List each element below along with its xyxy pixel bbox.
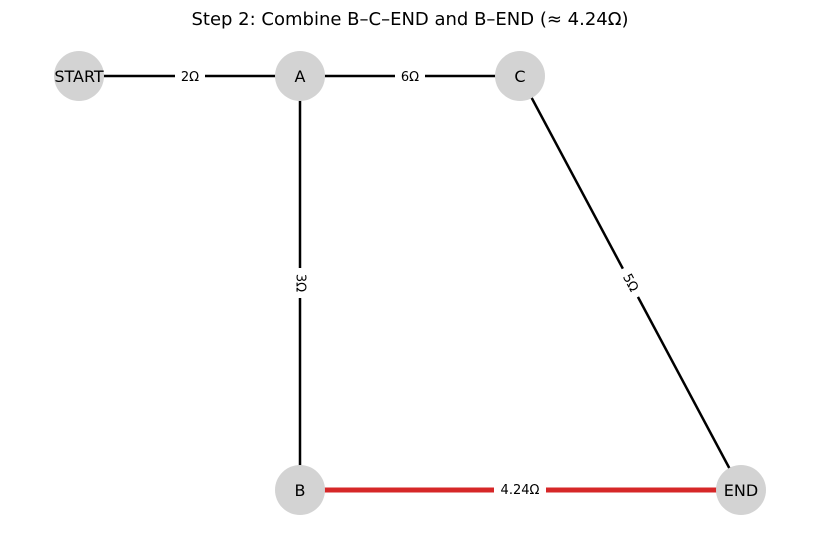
edge-label-bg-a-c bbox=[395, 66, 425, 86]
edge-label-bg-a-b bbox=[290, 268, 310, 298]
node-label-a: A bbox=[295, 67, 306, 86]
edge-label-b-end: 4.24Ω bbox=[501, 483, 540, 498]
nodes: START A C B END bbox=[54, 51, 766, 515]
node-a bbox=[275, 51, 325, 101]
node-start bbox=[54, 51, 104, 101]
edge-label-bg-c-end bbox=[613, 264, 647, 302]
node-label-start: START bbox=[54, 67, 104, 86]
node-b bbox=[275, 465, 325, 515]
edges: 2Ω 6Ω 3Ω 5Ω 4.24Ω bbox=[79, 66, 743, 500]
node-label-b: B bbox=[295, 481, 306, 500]
edge-label-start-a: 2Ω bbox=[181, 70, 199, 85]
diagram-title: Step 2: Combine B–C–END and B–END (≈ 4.2… bbox=[191, 9, 628, 30]
edge-label-bg-b-end bbox=[494, 480, 546, 500]
edge-label-a-b: 3Ω bbox=[293, 274, 308, 292]
node-label-c: C bbox=[514, 67, 525, 86]
edge-label-a-c: 6Ω bbox=[401, 70, 419, 85]
node-label-end: END bbox=[724, 481, 758, 500]
node-c bbox=[495, 51, 545, 101]
node-end bbox=[716, 465, 766, 515]
edge-label-bg-start-a bbox=[175, 66, 205, 86]
